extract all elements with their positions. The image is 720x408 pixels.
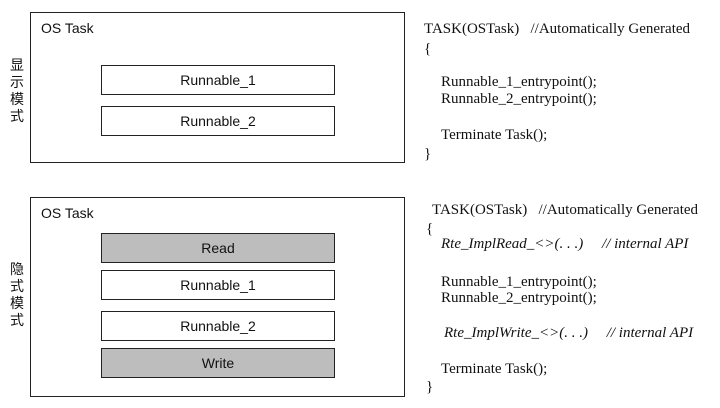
explicit-code-call1: Runnable_1_entrypoint(); xyxy=(441,74,597,90)
explicit-code-close-brace: } xyxy=(424,146,432,162)
implicit-code-open-brace: { xyxy=(426,221,434,237)
implicit-mode-label: 隐式模式 xyxy=(10,262,24,329)
implicit-os-task-box: OS Task Read Runnable_1 Runnable_2 Write xyxy=(30,197,405,397)
implicit-runnable-2-box: Runnable_2 xyxy=(101,311,335,341)
explicit-code-terminate: Terminate Task(); xyxy=(441,127,548,143)
explicit-code-open-brace: { xyxy=(424,41,432,57)
implicit-code-call2: Runnable_2_entrypoint(); xyxy=(441,290,597,306)
implicit-code-call1: Runnable_1_entrypoint(); xyxy=(441,274,597,290)
implicit-code-terminate: Terminate Task(); xyxy=(441,361,548,377)
read-box: Read xyxy=(101,233,335,263)
explicit-runnable-1-box: Runnable_1 xyxy=(101,65,335,95)
write-box: Write xyxy=(101,348,335,378)
explicit-mode-label: 显示模式 xyxy=(10,58,24,125)
explicit-code-header: TASK(OSTask) //Automatically Generated xyxy=(424,21,691,37)
implicit-os-task-title: OS Task xyxy=(41,205,94,221)
implicit-code-close-brace: } xyxy=(426,379,434,395)
explicit-runnable-2-box: Runnable_2 xyxy=(101,106,335,136)
implicit-code-header: TASK(OSTask) //Automatically Generated xyxy=(432,202,699,218)
explicit-os-task-box: OS Task Runnable_1 Runnable_2 xyxy=(30,12,405,163)
implicit-code-read-api: Rte_ImplRead_<>(. . .) // internal API xyxy=(441,236,689,252)
implicit-code-write-api: Rte_ImplWrite_<>(. . .) // internal API xyxy=(444,325,694,341)
explicit-os-task-title: OS Task xyxy=(41,20,94,36)
explicit-code-call2: Runnable_2_entrypoint(); xyxy=(441,91,597,107)
implicit-runnable-1-box: Runnable_1 xyxy=(101,270,335,300)
